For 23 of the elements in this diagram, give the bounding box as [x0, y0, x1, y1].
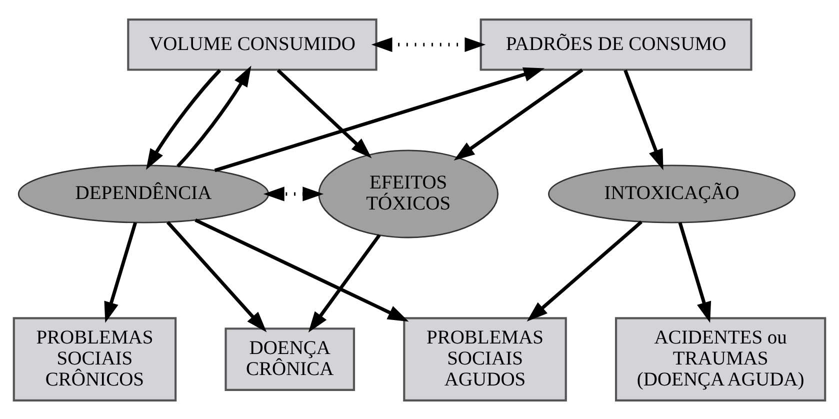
node-ellipse: EFEITOS TÓXICOS [318, 149, 499, 238]
arrow [166, 220, 267, 332]
arrow [678, 222, 712, 322]
arrow [526, 220, 642, 322]
arrow [276, 68, 372, 158]
node-box: PROBLEMAS SOCIAIS AGUDOS [403, 316, 567, 401]
arrow [194, 218, 409, 322]
arrow [104, 222, 138, 322]
node-box: PADRÕES DE CONSUMO [480, 18, 752, 70]
arrow [454, 68, 584, 160]
node-box: PROBLEMAS SOCIAIS CRÔNICOS [12, 316, 177, 401]
arrow [263, 186, 324, 201]
arrow [308, 234, 381, 332]
node-ellipse: INTOXICAÇÃO [548, 164, 796, 223]
arrow [146, 68, 222, 170]
node-box: DOENÇA CRÔNICA [224, 327, 356, 391]
arrow [176, 65, 252, 168]
node-box: ACIDENTES ou TRAUMAS (DOENÇA AGUDA) [615, 316, 826, 401]
arrow [371, 36, 486, 52]
node-box: VOLUME CONSUMIDO [127, 18, 378, 70]
node-ellipse: DEPENDÊNCIA [18, 164, 270, 223]
arrow [624, 69, 664, 170]
arrow [214, 66, 545, 172]
